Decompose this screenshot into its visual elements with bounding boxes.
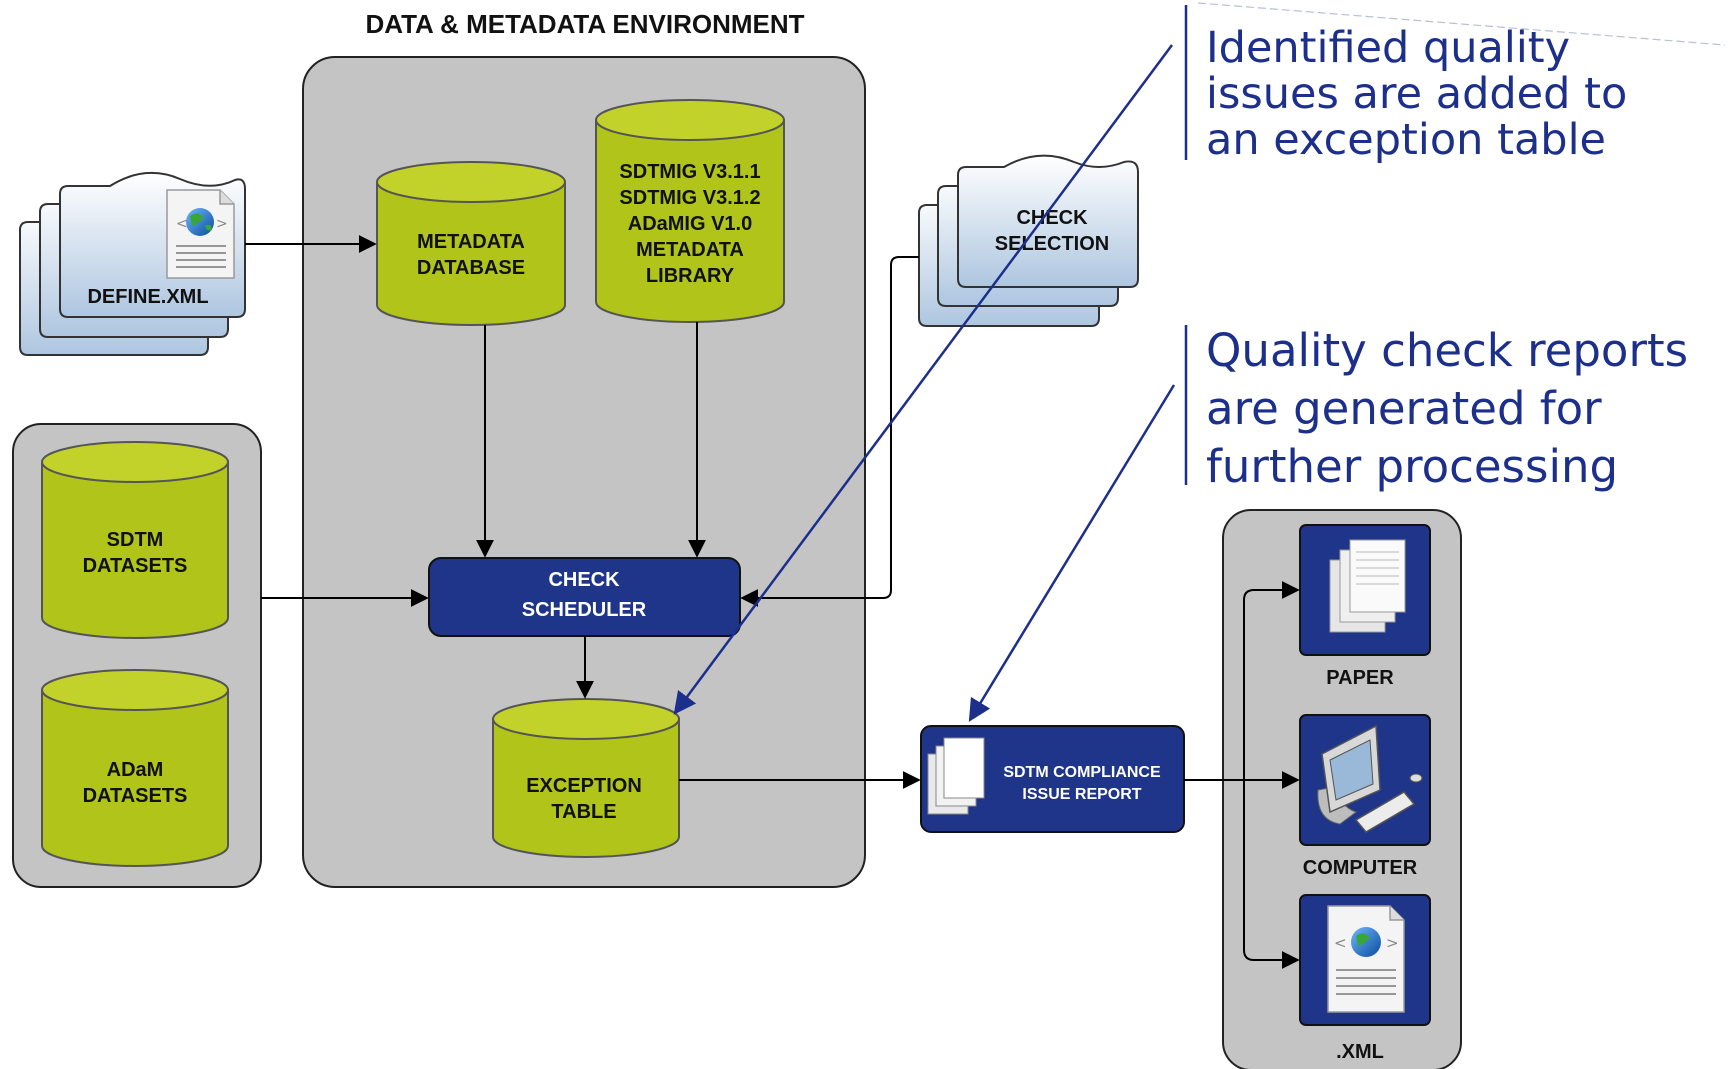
flow-arrows (245, 235, 1300, 969)
exception-table-line-2: TABLE (551, 801, 616, 823)
callout-exception-line-1: Identified quality (1206, 23, 1570, 73)
xml-output: < > .XML (1299, 894, 1431, 1063)
metadata-library-line-4: METADATA (636, 239, 744, 261)
report-line-2: ISSUE REPORT (1022, 786, 1141, 803)
xml-output-label: .XML (1336, 1041, 1384, 1063)
callout-reports-line-1: Quality check reports (1206, 324, 1688, 377)
check-selection-line-2: SELECTION (995, 233, 1109, 255)
computer-icon (1317, 724, 1423, 833)
svg-text:>: > (1386, 934, 1399, 952)
metadata-database-line-2: DATABASE (417, 257, 525, 279)
callout-exception-line-3: an exception table (1206, 115, 1606, 165)
metadata-library-line-2: SDTMIG V3.1.2 (619, 187, 760, 209)
define-xml-label: DEFINE.XML (87, 286, 208, 308)
svg-text:<: < (1334, 934, 1347, 952)
arrow-branch-to-paper (1243, 581, 1300, 780)
report-line-1: SDTM COMPLIANCE (1003, 764, 1161, 781)
check-scheduler-box: CHECK SCHEDULER (428, 557, 741, 637)
adam-datasets-line-1: ADaM (107, 759, 164, 781)
paper-icon (1329, 539, 1406, 633)
paper-output: PAPER (1299, 524, 1431, 689)
sdtm-datasets-line-2: DATASETS (83, 555, 188, 577)
xml-output-document-icon: < > (1327, 905, 1405, 1013)
adam-datasets-cylinder: ADaM DATASETS (41, 669, 229, 867)
metadata-library-cylinder: SDTMIG V3.1.1 SDTMIG V3.1.2 ADaMIG V1.0 … (595, 99, 785, 323)
svg-text:<: < (176, 216, 188, 232)
xml-document-icon: < > (166, 189, 235, 279)
arrow-selection-to-scheduler (740, 256, 919, 607)
metadata-database-line-1: METADATA (417, 231, 525, 253)
environment-title: DATA & METADATA ENVIRONMENT (365, 9, 804, 39)
metadata-library-line-3: ADaMIG V1.0 (628, 213, 752, 235)
report-pages-icon (927, 737, 985, 815)
exception-table-cylinder: EXCEPTION TABLE (492, 698, 680, 858)
compliance-report-box: SDTM COMPLIANCE ISSUE REPORT (920, 725, 1185, 833)
computer-label: COMPUTER (1303, 857, 1418, 879)
check-scheduler-line-1: CHECK (548, 569, 620, 591)
computer-output: COMPUTER (1299, 714, 1431, 879)
exception-table-line-1: EXCEPTION (526, 775, 642, 797)
sdtm-datasets-line-1: SDTM (107, 529, 164, 551)
check-selection-line-1: CHECK (1016, 207, 1088, 229)
callout-reports-line-3: further processing (1206, 440, 1618, 493)
metadata-database-cylinder: METADATA DATABASE (376, 161, 566, 326)
callout-reports-line-2: are generated for (1206, 382, 1602, 435)
paper-label: PAPER (1326, 667, 1394, 689)
arrow-branch-to-xml (1243, 780, 1300, 969)
callout-exception-line-2: issues are added to (1206, 69, 1627, 119)
adam-datasets-line-2: DATASETS (83, 785, 188, 807)
callout-exception: Identified quality issues are added to a… (673, 2, 1726, 715)
metadata-library-line-5: LIBRARY (646, 265, 735, 287)
define-xml-stack: < > DEFINE.XML (19, 171, 246, 356)
check-scheduler-line-2: SCHEDULER (522, 599, 647, 621)
callout-reports: Quality check reports are generated for … (968, 324, 1688, 722)
metadata-library-line-1: SDTMIG V3.1.1 (619, 161, 760, 183)
check-selection-stack: CHECK SELECTION (918, 154, 1139, 327)
svg-text:>: > (216, 216, 228, 232)
sdtm-datasets-cylinder: SDTM DATASETS (41, 441, 229, 639)
